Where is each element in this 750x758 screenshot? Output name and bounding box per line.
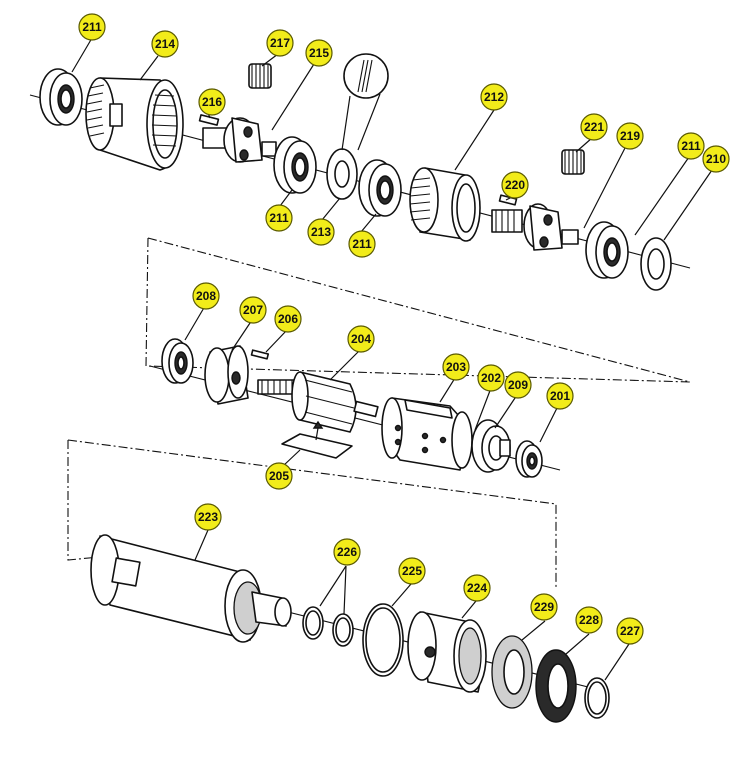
callout-217: 217 [266, 29, 294, 57]
svg-text:206: 206 [278, 312, 298, 326]
planet-carrier-219 [491, 203, 579, 251]
rotor-204 [257, 371, 379, 433]
callout-208: 208 [192, 282, 220, 310]
svg-text:207: 207 [243, 303, 263, 317]
end-cap-224 [407, 611, 487, 693]
callout-211: 211 [78, 13, 106, 41]
callout-221: 221 [580, 113, 608, 141]
callout-223: 223 [194, 503, 222, 531]
callout-227: 227 [616, 617, 644, 645]
svg-text:220: 220 [505, 178, 525, 192]
pin-220 [498, 194, 518, 206]
svg-text:213: 213 [311, 225, 331, 239]
svg-text:228: 228 [579, 613, 599, 627]
callout-225: 225 [398, 557, 426, 585]
callout-224: 224 [463, 574, 491, 602]
planet-carrier-215 [202, 117, 277, 163]
callout-210: 210 [702, 145, 730, 173]
callout-207: 207 [239, 296, 267, 324]
svg-text:224: 224 [467, 581, 487, 595]
svg-text:212: 212 [484, 90, 504, 104]
vane-205 [281, 420, 353, 459]
svg-text:215: 215 [309, 46, 329, 60]
svg-text:201: 201 [550, 389, 570, 403]
cylinder-203 [381, 397, 473, 471]
callout-205: 205 [265, 462, 293, 490]
motor-assembly [149, 305, 561, 478]
ring-gear-212 [409, 167, 481, 242]
ring-gear-housing-214 [85, 77, 184, 171]
svg-text:219: 219 [620, 129, 640, 143]
svg-text:214: 214 [155, 37, 175, 51]
callout-215: 215 [305, 39, 333, 67]
svg-text:205: 205 [269, 469, 289, 483]
callout-212: 212 [480, 83, 508, 111]
callout-220: 220 [501, 171, 529, 199]
svg-text:225: 225 [402, 564, 422, 578]
callout-211: 211 [677, 132, 705, 160]
bearing-211-center [358, 159, 402, 217]
upper-assembly [29, 37, 713, 291]
svg-text:208: 208 [196, 289, 216, 303]
bearing-211-mid [273, 136, 317, 194]
detail-inset [341, 53, 389, 151]
callout-202: 202 [477, 364, 505, 392]
svg-text:202: 202 [481, 371, 501, 385]
bearing-201 [515, 440, 543, 478]
callout-201: 201 [546, 382, 574, 410]
callout-211: 211 [348, 230, 376, 258]
callout-204: 204 [347, 325, 375, 353]
end-plate-207 [204, 345, 249, 405]
svg-text:211: 211 [352, 237, 372, 251]
bearing-211-left [39, 68, 83, 126]
pin-206 [250, 349, 270, 360]
planet-gear-217 [248, 63, 272, 89]
snap-ring-227 [584, 677, 610, 719]
svg-text:210: 210 [706, 152, 726, 166]
svg-text:209: 209 [508, 378, 528, 392]
callout-206: 206 [274, 305, 302, 333]
svg-text:217: 217 [270, 36, 290, 50]
svg-text:211: 211 [82, 20, 102, 34]
phantom-frame-upper [145, 237, 691, 383]
callout-228: 228 [575, 606, 603, 634]
motor-housing-223 [90, 534, 292, 643]
housing-assembly [90, 529, 630, 723]
bearing-211-right [585, 221, 629, 279]
planet-gear-221 [561, 149, 585, 175]
callout-214: 214 [151, 30, 179, 58]
svg-text:204: 204 [351, 332, 371, 346]
washer-213 [326, 148, 358, 200]
callout-203: 203 [442, 353, 470, 381]
row2-leader-lines [184, 305, 560, 467]
callout-labels: 211 214 217 215 216 212 221 219 211 210 … [78, 13, 730, 645]
row3-leader-lines [194, 529, 630, 681]
callout-229: 229 [530, 593, 558, 621]
svg-text:203: 203 [446, 360, 466, 374]
o-rings-226 [302, 606, 354, 647]
bearing-208 [161, 338, 194, 384]
svg-text:229: 229 [534, 600, 554, 614]
ring-225 [362, 603, 404, 677]
callout-213: 213 [307, 218, 335, 246]
svg-text:223: 223 [198, 510, 218, 524]
svg-text:227: 227 [620, 624, 640, 638]
svg-text:211: 211 [681, 139, 701, 153]
svg-text:221: 221 [584, 120, 604, 134]
svg-text:216: 216 [202, 95, 222, 109]
washer-210 [640, 237, 672, 291]
svg-text:211: 211 [269, 211, 289, 225]
filter-229 [491, 635, 533, 709]
screen-228 [535, 649, 577, 723]
callout-211: 211 [265, 204, 293, 232]
callout-209: 209 [504, 371, 532, 399]
callout-226: 226 [333, 538, 361, 566]
end-plate-202 [471, 419, 511, 473]
svg-text:226: 226 [337, 545, 357, 559]
callout-216: 216 [198, 88, 226, 116]
row1-leader-lines [71, 37, 713, 241]
callout-219: 219 [616, 122, 644, 150]
